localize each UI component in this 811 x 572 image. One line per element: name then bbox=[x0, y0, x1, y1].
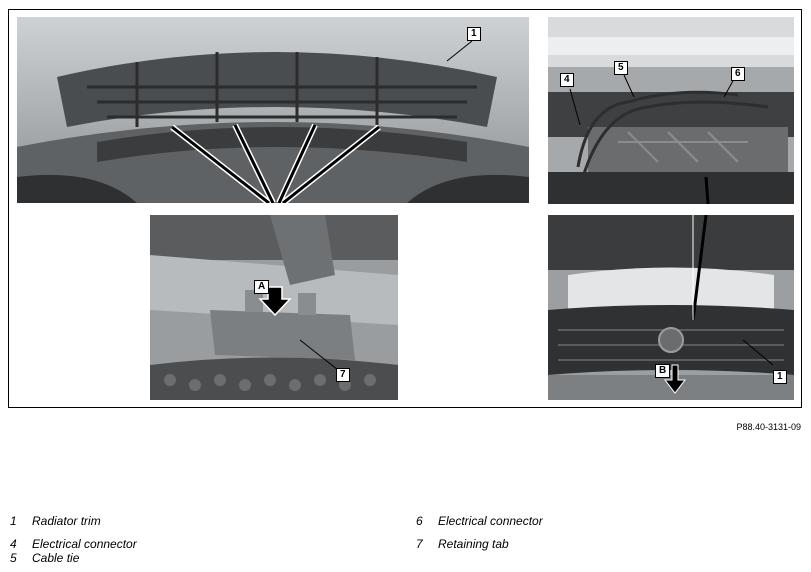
callout-7: 7 bbox=[336, 368, 350, 382]
callout-b: B bbox=[655, 364, 671, 378]
callout-5: 5 bbox=[614, 61, 628, 75]
photo-front-view bbox=[548, 215, 794, 400]
photo-retaining-tab-detail bbox=[150, 215, 398, 400]
photo-connectors bbox=[548, 17, 794, 204]
photo-radiator-trim-overview bbox=[17, 17, 529, 203]
callout-1-bottom: 1 bbox=[773, 370, 787, 384]
callout-4: 4 bbox=[560, 73, 574, 87]
figure-reference: P88.40-3131-09 bbox=[736, 422, 801, 432]
callout-6: 6 bbox=[731, 67, 745, 81]
callout-1-top: 1 bbox=[467, 27, 481, 41]
callout-a: A bbox=[254, 280, 270, 294]
